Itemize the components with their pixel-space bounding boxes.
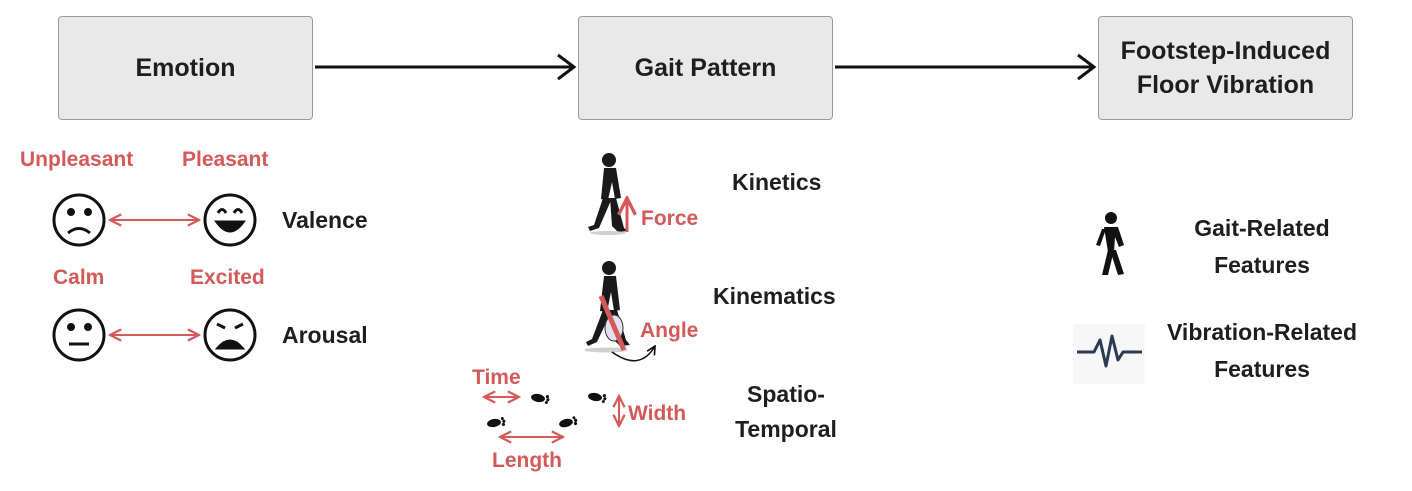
spatio-temporal-line2: Temporal	[735, 416, 837, 442]
footprint	[559, 416, 578, 428]
floor-vibration-box: Footstep-Induced Floor Vibration	[1098, 16, 1353, 120]
valence-label: Valence	[282, 207, 368, 233]
kinetics-label: Kinetics	[732, 169, 822, 195]
vibration-related-line1: Vibration-Related	[1167, 319, 1357, 345]
gait-pattern-title: Gait Pattern	[634, 54, 777, 82]
flow-arrow-emotion-to-gait	[315, 53, 577, 81]
vibration-related-line2: Features	[1214, 356, 1310, 382]
time-label: Time	[472, 366, 521, 389]
footprint	[487, 416, 506, 428]
flow-arrow-gait-to-vibration	[835, 53, 1097, 81]
neutral-face-icon	[52, 308, 106, 362]
pleasant-label: Pleasant	[182, 148, 269, 171]
gait-related-line1: Gait-Related	[1194, 215, 1330, 241]
walking-person-kinetics-icon	[588, 153, 628, 235]
spatio-temporal-line1: Spatio-	[747, 381, 825, 407]
sad-face-icon	[52, 193, 106, 247]
vibration-related-features-label: Vibration-Related Features	[1147, 314, 1377, 388]
force-label: Force	[641, 207, 699, 230]
emotion-box: Emotion	[58, 16, 313, 120]
footprint	[588, 392, 607, 404]
gait-related-line2: Features	[1214, 252, 1310, 278]
gait-related-features-label: Gait-Related Features	[1162, 210, 1362, 284]
happy-face-icon	[203, 193, 257, 247]
angle-label: Angle	[640, 319, 699, 342]
gait-pattern-box: Gait Pattern	[578, 16, 833, 120]
spatio-temporal-label: Spatio- Temporal	[730, 377, 842, 447]
floor-vibration-title-line1: Footstep-Induced	[1120, 37, 1331, 65]
calm-label: Calm	[53, 266, 105, 289]
floor-vibration-title-line2: Floor Vibration	[1136, 71, 1315, 99]
emotion-title: Emotion	[135, 54, 236, 82]
width-label: Width	[628, 402, 687, 425]
excited-face-icon	[203, 308, 257, 362]
unpleasant-label: Unpleasant	[20, 148, 134, 171]
footprints-icon	[487, 392, 607, 428]
arousal-label: Arousal	[282, 322, 368, 348]
excited-label: Excited	[190, 266, 265, 289]
walking-person-kinematics-icon	[584, 261, 655, 362]
kinematics-label: Kinematics	[713, 283, 836, 309]
walking-figure-icon	[1096, 212, 1124, 275]
length-label: Length	[492, 449, 562, 472]
waveform-icon	[1073, 324, 1145, 384]
footprint	[531, 393, 550, 405]
